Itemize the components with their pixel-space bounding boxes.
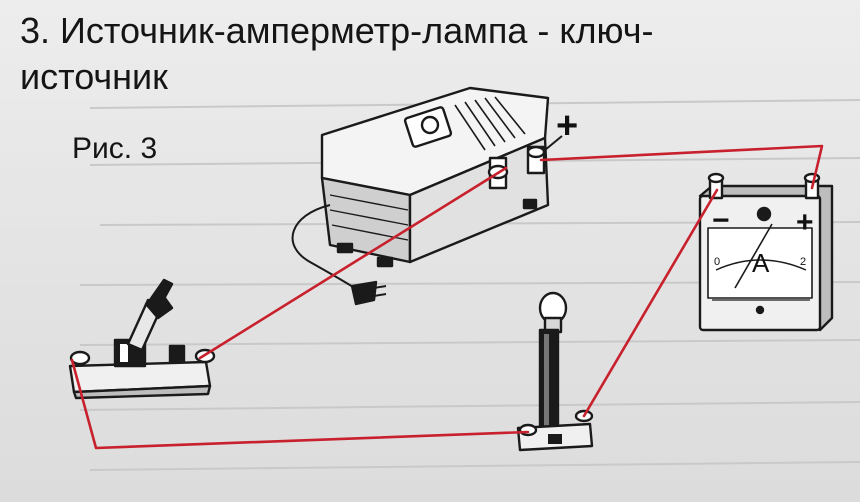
power-supply-icon (291, 86, 550, 306)
source-plus-label: + (556, 105, 578, 147)
connection-wires (70, 144, 824, 450)
ammeter-minus-label: − (712, 204, 730, 237)
task-title: 3. Источник-амперметр-лампа - ключ- исто… (20, 8, 820, 100)
figure-caption: Рис. 3 (72, 132, 158, 165)
wire-source-to-ammeter (539, 144, 824, 190)
ammeter-unit-label: A (752, 248, 770, 278)
lamp-icon (516, 291, 594, 452)
knife-switch-icon (68, 278, 216, 400)
wire-ammeter-to-lamp (582, 188, 719, 418)
wire-lamp-to-switch (70, 358, 530, 450)
ammeter-scale-min: 0 (714, 256, 720, 268)
ammeter-scale-max: 2 (800, 256, 806, 268)
source-plus-pointer (544, 135, 563, 151)
task-title-line-2: источник (20, 56, 168, 97)
ammeter-icon (698, 172, 834, 332)
ammeter-plus-label: + (796, 206, 814, 239)
task-title-line-1: 3. Источник-амперметр-лампа - ключ- (20, 10, 654, 51)
wire-switch-to-source (198, 166, 508, 360)
